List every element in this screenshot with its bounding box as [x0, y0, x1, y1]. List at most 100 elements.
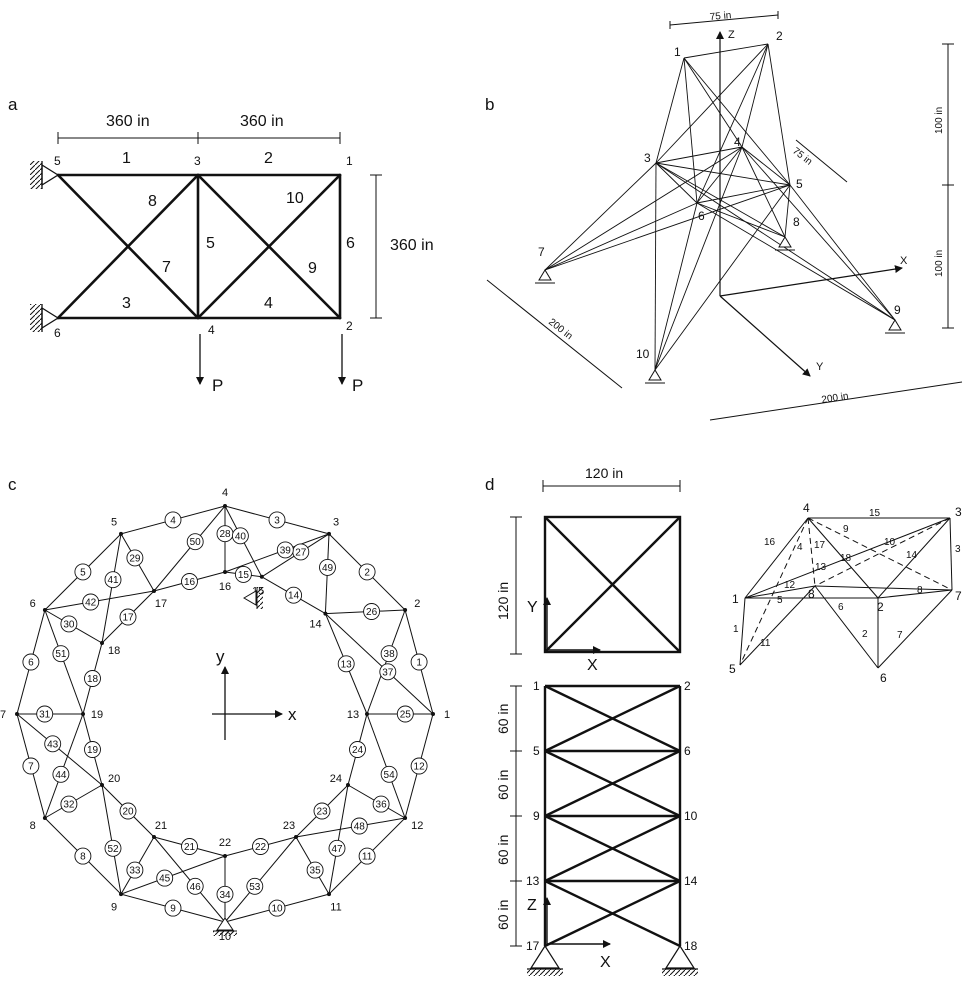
ring-node-dot: [42, 816, 47, 820]
member-a-3: 3: [122, 295, 131, 312]
ring-element-label: 4: [170, 515, 176, 526]
ring-node-dot: [223, 854, 227, 858]
panel-c-letter: c: [8, 475, 17, 494]
ring-element-circle: [379, 663, 397, 681]
plan-axis-y: Y: [527, 599, 538, 616]
dim-a-height: 360 in: [390, 237, 434, 254]
ring-element-circle: [119, 608, 137, 626]
dim-a-left: 360 in: [106, 113, 150, 130]
ring-element-label: 42: [85, 598, 97, 609]
ring-member-line: [101, 533, 122, 644]
ring-element-circle: [285, 586, 303, 604]
ring-element-circle: [380, 765, 398, 783]
node-d-iso-3: 3: [955, 505, 962, 519]
ring-element-label: 20: [122, 807, 134, 818]
ring-node-label: 4: [222, 487, 228, 499]
ring-node-dot: [365, 712, 369, 716]
plan-dimensions: [510, 480, 681, 655]
node-b-1: 1: [674, 45, 681, 59]
panel-a-dimensions: [57, 132, 382, 319]
dim-b-base-right: 200 in: [821, 391, 850, 406]
ring-element-label: 25: [400, 710, 412, 721]
node-d-elev-18: 18: [684, 939, 698, 953]
member-d-iso-8: 8: [917, 585, 923, 596]
ring-node-label: 2: [414, 598, 420, 610]
ring-element-label: 19: [87, 745, 99, 756]
node-a-1: 1: [346, 154, 353, 168]
node-b-4: 4: [734, 135, 741, 149]
node-d-elev-14: 14: [684, 874, 698, 888]
panel-a-supports: [30, 161, 60, 332]
ring-element-circle: [380, 645, 398, 663]
node-d-iso-1: 1: [732, 592, 739, 606]
ring-member-line: [153, 505, 226, 592]
member-a-5: 5: [206, 235, 215, 252]
ring-element-label: 54: [384, 770, 396, 781]
node-b-10: 10: [636, 347, 650, 361]
ring-element-circle: [372, 795, 390, 813]
ring-element-label: 9: [170, 904, 176, 915]
member-d-iso-3: 3: [955, 544, 961, 555]
elev-axis-x: X: [600, 954, 611, 971]
ring-node-dot: [100, 783, 104, 787]
ring-node-label: 3: [333, 517, 339, 529]
ring-element-label: 28: [219, 529, 231, 540]
node-d-iso-7: 7: [955, 589, 962, 603]
member-a-4: 4: [264, 295, 273, 312]
ring-node-label: 8: [30, 820, 36, 832]
ring-element-label: 3: [274, 515, 280, 526]
ring-element-label: 21: [184, 842, 196, 853]
ring-element-label: 14: [288, 591, 300, 602]
ring-element-label: 16: [184, 577, 196, 588]
node-d-elev-17: 17: [526, 939, 540, 953]
ring-element-label: 36: [376, 800, 388, 811]
ring-element-circle: [268, 899, 286, 917]
ring-element-label: 44: [55, 770, 67, 781]
node-d-iso-6: 6: [880, 671, 887, 685]
ring-element-label: 23: [316, 807, 328, 818]
ring-element-circle: [246, 877, 264, 895]
node-d-elev-1: 1: [533, 679, 540, 693]
ring-node-dot: [259, 574, 264, 579]
ring-node-dot: [42, 608, 47, 612]
ring-element-label: 45: [159, 874, 171, 885]
ring-element-circle: [349, 741, 366, 758]
ring-node-label: 16: [219, 581, 231, 593]
ring-node-dot: [346, 783, 350, 787]
ring-element-circle: [119, 802, 137, 820]
ring-element-circle: [216, 885, 234, 903]
dim-a-right: 360 in: [240, 113, 284, 130]
member-d-iso-17: 17: [814, 540, 826, 551]
ring-element-label: 7: [28, 762, 34, 773]
ring-element-circle: [313, 802, 331, 820]
dim-d-plan-height: 120 in: [495, 582, 511, 620]
iso-members: [739, 517, 953, 669]
ring-node-label: 14: [309, 619, 321, 631]
dim-b-lower: 100 in: [934, 250, 945, 277]
ring-node-dot: [119, 892, 123, 897]
ring-element-circle: [52, 645, 70, 663]
ring-node-dot: [294, 835, 298, 839]
node-b-5: 5: [796, 177, 803, 191]
member-a-8: 8: [148, 193, 157, 210]
member-d-iso-10: 10: [884, 537, 896, 548]
ring-node-dot: [119, 531, 123, 536]
ring-element-circle: [164, 899, 182, 917]
dim-d-elev-1: 60 in: [495, 704, 511, 734]
node-d-elev-9: 9: [533, 809, 540, 823]
ring-node-label: 22: [219, 837, 231, 849]
ring-node-label: 24: [330, 773, 342, 785]
axis-b-z: Z: [728, 29, 735, 41]
ring-element-circle: [126, 861, 144, 879]
ring-element-label: 33: [129, 866, 141, 877]
load-p-1: P: [212, 376, 223, 395]
ring-element-label: 34: [219, 890, 231, 901]
dim-d-plan-width: 120 in: [585, 465, 623, 481]
ring-element-circle: [268, 511, 286, 529]
node-a-3: 3: [194, 154, 201, 168]
ring-element-circle: [328, 839, 346, 857]
ring-element-label: 51: [55, 649, 67, 660]
ring-element-circle: [396, 705, 414, 723]
ring-member-line: [153, 836, 226, 923]
